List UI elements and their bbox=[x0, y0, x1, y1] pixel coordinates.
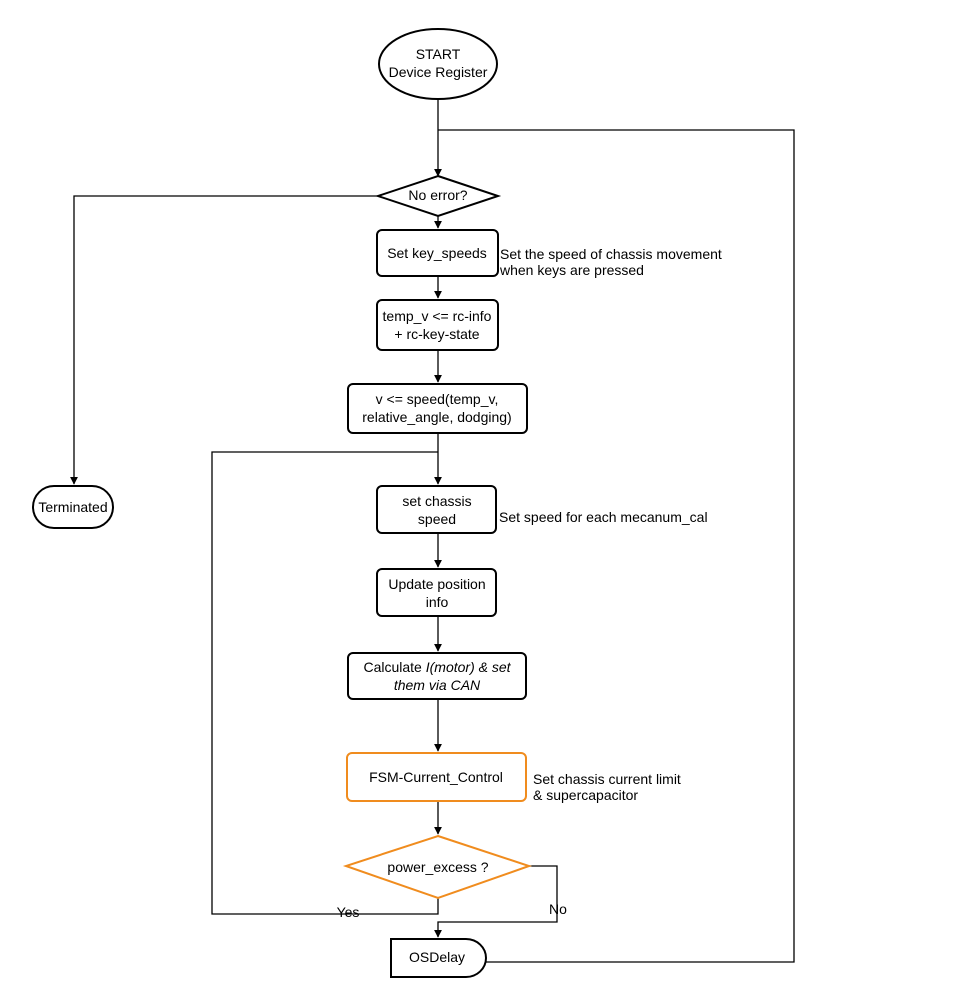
update-position-box bbox=[376, 568, 497, 617]
no-error-label: No error? bbox=[408, 187, 467, 203]
yes-label: Yes bbox=[337, 904, 360, 920]
power-excess-label: power_excess ? bbox=[387, 859, 488, 875]
set-chassis-speed-line2: speed bbox=[418, 511, 456, 527]
calculate-box bbox=[347, 652, 527, 700]
osdelay-label: OSDelay bbox=[409, 949, 465, 965]
fsm-label: FSM-Current_Control bbox=[369, 769, 503, 785]
calculate-line1: Calculate I(motor) & set bbox=[363, 659, 511, 675]
node-terminated: Terminated bbox=[32, 485, 114, 529]
calculate-line1-normal: Calculate bbox=[363, 659, 425, 675]
update-position-line1: Update position bbox=[388, 576, 485, 592]
annotations: Set the speed of chassis movement when k… bbox=[499, 246, 722, 803]
v-speed-line2: relative_angle, dodging) bbox=[362, 409, 511, 425]
calculate-line2: them via CAN bbox=[394, 677, 481, 693]
node-power-excess-decision: power_excess ? bbox=[342, 834, 533, 900]
set-chassis-speed-line1: set chassis bbox=[402, 493, 471, 509]
edge-decision-to-terminated bbox=[70, 195, 378, 485]
chassis-speed-note: Set speed for each mecanum_cal bbox=[499, 509, 708, 525]
no-label: No bbox=[549, 901, 567, 917]
start-label-line2: Device Register bbox=[389, 64, 488, 80]
node-no-error-decision: No error? bbox=[374, 174, 502, 218]
terminated-label: Terminated bbox=[38, 499, 107, 515]
fsm-note-line2: & supercapacitor bbox=[533, 787, 638, 803]
node-fsm-current-control: FSM-Current_Control bbox=[346, 752, 527, 802]
edge-osdelay-loop-back bbox=[438, 129, 795, 963]
v-speed-box bbox=[347, 383, 528, 434]
node-update-position: Update position info bbox=[376, 568, 497, 617]
temp-v-line2: + rc-key-state bbox=[394, 326, 479, 342]
node-set-key-speeds: Set key_speeds bbox=[376, 229, 499, 277]
edges bbox=[70, 100, 795, 963]
key-speeds-note-line2: when keys are pressed bbox=[499, 262, 644, 278]
edge-labels: Yes No bbox=[337, 901, 568, 920]
node-v-speed: v <= speed(temp_v, relative_angle, dodgi… bbox=[347, 383, 528, 434]
terminated-terminal-shape bbox=[32, 485, 114, 529]
calculate-line1-italic: I(motor) & set bbox=[426, 659, 512, 675]
set-chassis-speed-box bbox=[376, 485, 497, 534]
set-key-speeds-box bbox=[376, 229, 499, 277]
node-temp-v: temp_v <= rc-info + rc-key-state bbox=[376, 299, 499, 351]
fsm-note-line1: Set chassis current limit bbox=[533, 771, 681, 787]
decision-diamond bbox=[374, 174, 502, 218]
fsm-box bbox=[346, 752, 527, 802]
osdelay-delay-shape bbox=[390, 938, 487, 978]
node-start: START Device Register bbox=[378, 28, 498, 100]
node-calculate: Calculate I(motor) & set them via CAN bbox=[347, 652, 527, 700]
update-position-line2: info bbox=[426, 594, 449, 610]
key-speeds-note-line1: Set the speed of chassis movement bbox=[500, 246, 722, 262]
edge-yes-loop bbox=[211, 451, 439, 915]
temp-v-line1: temp_v <= rc-info bbox=[383, 308, 492, 324]
set-key-speeds-label: Set key_speeds bbox=[387, 245, 487, 261]
temp-v-box bbox=[376, 299, 499, 351]
v-speed-line1: v <= speed(temp_v, bbox=[376, 391, 499, 407]
start-terminal-shape bbox=[378, 28, 498, 100]
node-set-chassis-speed: set chassis speed bbox=[376, 485, 497, 534]
start-label-line1: START bbox=[416, 46, 461, 62]
node-osdelay: OSDelay bbox=[390, 938, 487, 978]
power-excess-diamond bbox=[342, 834, 533, 900]
edge-no-to-osdelay bbox=[434, 865, 558, 938]
